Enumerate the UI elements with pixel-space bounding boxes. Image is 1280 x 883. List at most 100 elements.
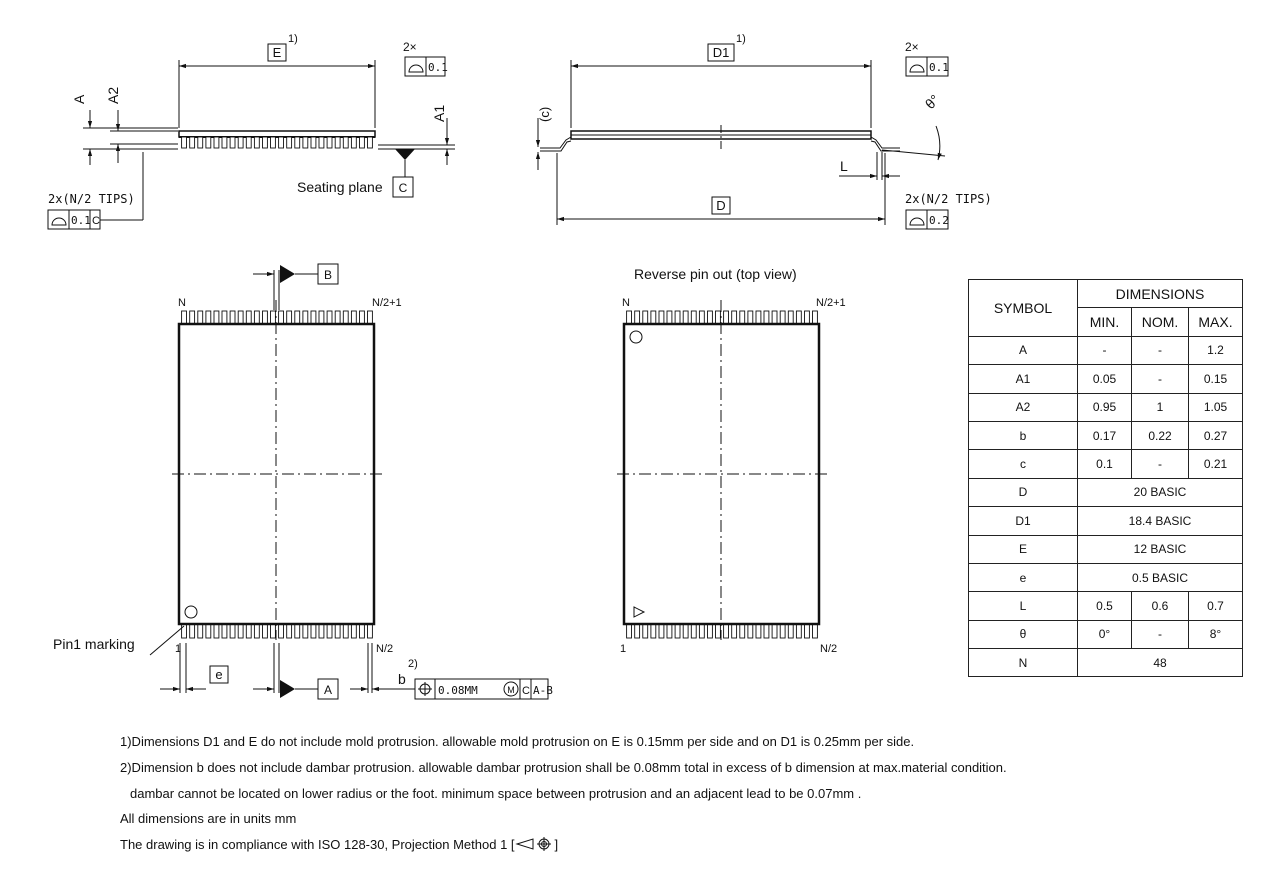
lead-pin [221,136,228,149]
lead-pin [310,623,317,639]
dim-c-label: (c) [537,107,552,122]
lead-pin [189,136,196,149]
profile-symbol [408,64,424,73]
lead-pin [682,623,689,639]
min-header: MIN. [1077,307,1132,337]
lead-pin [302,310,309,325]
lead-pin [286,310,293,325]
table-cell-nom: - [1131,619,1189,650]
pin-label-N: N [178,297,186,309]
lead-pin [326,136,333,149]
datum-A-label: A [324,683,332,697]
lead-pin [253,136,260,149]
times2-label-2: 2× [905,40,919,54]
lead-pin [723,623,729,639]
lead-pin [213,623,220,639]
table-cell-min: 0.05 [1077,364,1132,394]
lead-pin [237,623,244,639]
lead-pin [334,310,341,325]
lead-pin [658,310,665,325]
lead-pin [723,310,729,325]
lead-pin [658,623,665,639]
lead-pin [197,136,204,149]
lead-pin [221,623,228,639]
lead-pin [245,623,252,639]
lead-pin [229,310,236,325]
lead-pin [294,310,301,325]
seating-plane-label: Seating plane [297,179,383,195]
lead-pin [755,623,762,639]
pin1-marker [184,605,198,619]
lead-pin [245,310,252,325]
table-cell-nom: 1 [1131,392,1189,422]
lead-pin [197,623,204,639]
lead-pin [763,623,770,639]
max-header: MAX. [1188,307,1243,337]
position-datum-2: A-B [533,684,553,697]
lead-pin [286,136,293,149]
table-cell-max: 0.15 [1188,364,1243,394]
reverse-triangle-marker [633,606,646,618]
lead-pin [367,310,373,325]
dim-b-label: b [398,671,406,687]
reverse-top-view: Reverse pin out (top view) N N/2+1 1 N/2 [617,266,846,655]
table-cell-min: - [1077,335,1132,366]
table-cell-nom: - [1131,449,1189,479]
note-ref-2: 2) [408,658,418,670]
lead-pin [229,623,236,639]
reverse-pin-label-1: 1 [620,643,626,655]
lead-pin [205,136,212,149]
tips-label-2: 2x(N/2 TIPS) [905,192,992,206]
lead-pin [367,623,373,639]
side-view-length: D1 1) 2× 0.1 D (c) L θ° 2x(N/2 TIPS) 0.2 [535,33,992,230]
flatness-value-1: 0.1 [428,61,448,74]
dim-D-label: D [716,198,725,213]
note-1: 1)Dimensions D1 and E do not include mol… [120,734,915,749]
reverse-pin-label-N2: N/2 [820,643,837,655]
top-view: N N/2+1 1 N/2 B A e b 2) [53,263,553,700]
lead-pin [342,623,349,639]
table-cell-max: 0.27 [1188,420,1243,451]
dim-E-label: E [273,45,282,60]
lead-pin [181,136,187,149]
lead-pin [278,310,284,325]
lead-pin [205,310,212,325]
lead-pin [326,623,333,639]
table-cell-min: 0.1 [1077,449,1132,479]
table-cell-max: 1.05 [1188,392,1243,422]
reverse-pin-label-N: N [622,297,630,309]
tips-datum-1: C [92,215,100,227]
note-2: 2)Dimension b does not include dambar pr… [120,760,1007,775]
lead-pin [795,310,802,325]
lead-pin [205,623,212,639]
lead-pin [245,136,252,149]
reverse-view-title: Reverse pin out (top view) [634,266,797,282]
lead-pin [690,623,697,639]
lead-pin [698,310,705,325]
table-cell-min: 0.5 [1077,591,1132,621]
table-cell-min: 0.95 [1077,392,1132,422]
lead-pin [229,136,236,149]
dimensions-header: DIMENSIONS [1077,278,1243,309]
nom-header: NOM. [1131,307,1189,337]
table-cell-nom: 0.22 [1131,420,1189,451]
lead-pin [334,623,341,639]
lead-pin [262,136,268,149]
mmc-modifier: M [507,685,515,695]
lead-pin [650,310,657,325]
lead-pin [747,623,754,639]
lead-pin [763,310,770,325]
lead-pin [213,310,220,325]
reverse-pin-marker [629,330,643,344]
lead-pin [286,623,293,639]
lead-pin [359,623,365,639]
table-cell-basic: 18.4 BASIC [1077,506,1243,536]
lead-pin [771,623,778,639]
table-cell-basic: 48 [1077,648,1243,678]
pin-label-1: 1 [175,643,181,655]
lead-pin [189,623,196,639]
lead-pin [270,136,276,149]
lead-pin [715,623,721,639]
